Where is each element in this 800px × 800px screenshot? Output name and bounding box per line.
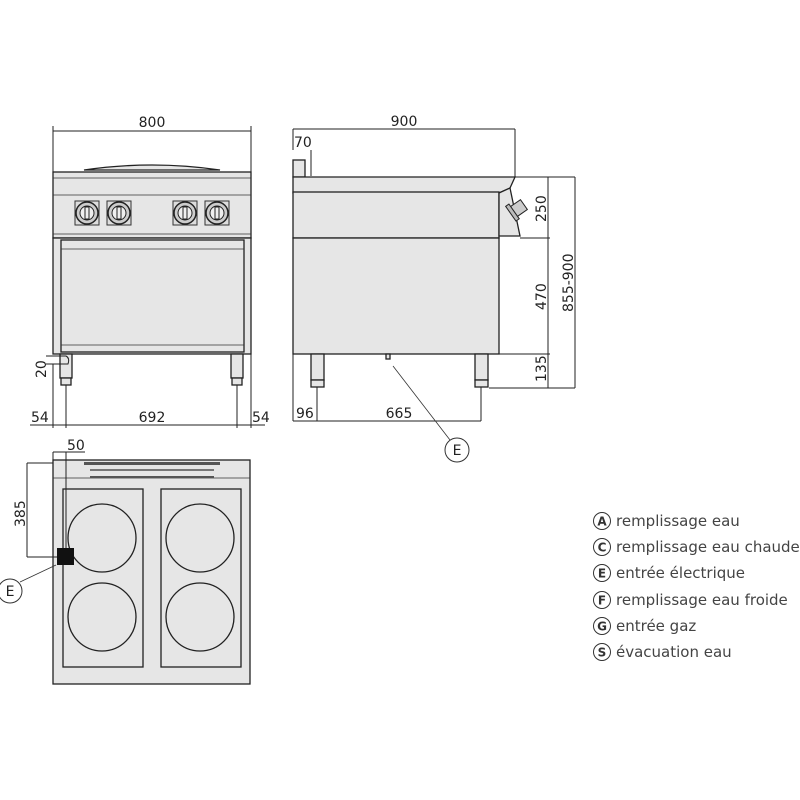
drawing-line [90,469,214,471]
callout-e: E [453,443,462,459]
hotplate-icon [165,503,235,573]
drawing-line [111,205,127,221]
dim-offset-y: 385 [13,500,29,527]
drawing-line [231,377,243,386]
drawing-line [593,512,611,530]
drawing-line [84,462,220,465]
knob-icon [504,198,529,222]
drawing-line [177,205,193,221]
callout-e: E [6,584,15,600]
label: A [597,515,607,529]
label: entrée gaz [616,617,696,635]
drawing-line [60,377,72,386]
drawing-line [593,643,611,661]
dim-legs: 135 [534,355,550,382]
knob-icon [172,200,198,226]
hotplate-icon [67,582,137,652]
label: entrée électrique [616,564,745,582]
drawing-line [593,538,611,556]
label: remplissage eau chaude [616,538,800,556]
drawing-line [392,365,451,441]
drawing-line [593,617,611,635]
drawing-line [292,191,500,239]
dim-left: 54 [31,410,49,426]
dim-total-height: 855-900 [561,254,577,313]
label: remplissage eau froide [616,591,788,609]
drawing-line [385,353,391,360]
drawing-line [84,206,90,220]
drawing-line [60,239,245,353]
callout-e-circle [444,437,470,463]
side-cabinet [292,237,500,355]
drawing-line [310,353,325,381]
dim-upper: 250 [534,195,550,222]
dim-backsplash: 70 [294,135,312,151]
dim-rear-offset: 96 [296,406,314,422]
knob-icon [74,200,100,226]
drawing-line [593,564,611,582]
drawing-line [90,476,214,478]
drawing-line [116,206,122,220]
drawing-line [292,159,306,178]
cooktop-edge [83,164,221,171]
label: C [598,541,607,555]
label: S [598,646,607,660]
knob-icon [106,200,132,226]
hotplate-icon [67,503,137,573]
worktop [292,176,517,194]
drawing-line [504,203,520,222]
drawing-line [474,353,489,381]
label: évacuation eau [616,643,732,661]
label: F [598,594,606,608]
drawing-line [310,379,325,388]
drawing-line [214,206,220,220]
drawing-line [593,591,611,609]
dim-depth: 900 [391,114,418,130]
label: E [598,567,606,581]
dim-offset-x: 50 [67,438,85,454]
side-view: 900 70 250 470 135 855-900 96 665 E [292,114,577,463]
callout-e-circle [0,578,23,604]
drawing-line [230,353,244,379]
drawing-line [46,355,70,365]
drawing-line [474,379,489,388]
drawing-line [79,205,95,221]
dim-foot: 20 [34,360,50,378]
dim-width: 800 [139,115,166,131]
electrical-inlet [57,548,74,565]
label: remplissage eau [616,512,740,530]
dim-middle: 470 [534,283,550,310]
dim-leg-span: 665 [386,406,413,422]
drawing-line [182,206,188,220]
knob-icon [204,200,230,226]
drawing-line [59,353,73,379]
drawing-line [19,564,57,583]
front-view: 800 20 54 692 54 [30,115,270,428]
knobs [74,200,230,226]
dim-center: 692 [139,410,166,426]
hotplate-icon [165,582,235,652]
drawing-line [209,205,225,221]
label: G [597,620,607,634]
top-view: 385 50 E [0,438,251,685]
dim-right: 54 [252,410,270,426]
